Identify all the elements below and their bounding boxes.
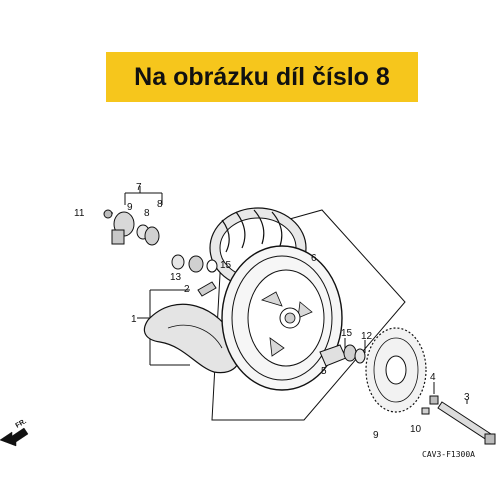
callout-7: 7 — [136, 182, 142, 193]
callout-9a: 9 — [127, 202, 133, 213]
tire-front-half — [143, 303, 241, 374]
valve — [197, 281, 217, 297]
speedometer-gearbox — [103, 209, 160, 246]
wheel-rim — [221, 245, 343, 391]
bolts — [421, 395, 439, 415]
callout-2: 2 — [184, 284, 190, 295]
callout-10: 9 — [373, 430, 379, 441]
callout-9b: 8 — [144, 208, 150, 219]
front-direction-arrow: FR. — [0, 418, 29, 447]
axle — [437, 401, 496, 445]
callout-1: 1 — [131, 314, 137, 325]
wheel-group-box — [211, 209, 406, 421]
callout-12: 11 — [74, 208, 85, 219]
brake-disc — [365, 327, 427, 413]
callout-15b: 15 — [341, 328, 353, 339]
callout-4: 4 — [430, 372, 436, 383]
diagram-code: CAV3-F1300A — [422, 450, 475, 459]
callout-5: 5 — [321, 366, 327, 377]
callout-labels: 7 9 8 8 11 15 13 2 1 6 15 12 5 4 3 10 9 — [74, 182, 470, 441]
callout-6: 6 — [311, 253, 317, 264]
bearings — [171, 254, 366, 364]
callout-3: 3 — [464, 392, 470, 403]
banner-text: Na obrázku díl číslo 8 — [134, 62, 390, 91]
callout-11: 10 — [410, 424, 422, 435]
callout-15a: 15 — [220, 260, 232, 271]
callout-14: 13 — [170, 272, 182, 283]
callout-13: 12 — [361, 331, 373, 342]
highlight-banner: Na obrázku díl číslo 8 — [106, 52, 418, 102]
callout-8: 8 — [157, 199, 163, 210]
direction-label: FR. — [15, 418, 28, 430]
